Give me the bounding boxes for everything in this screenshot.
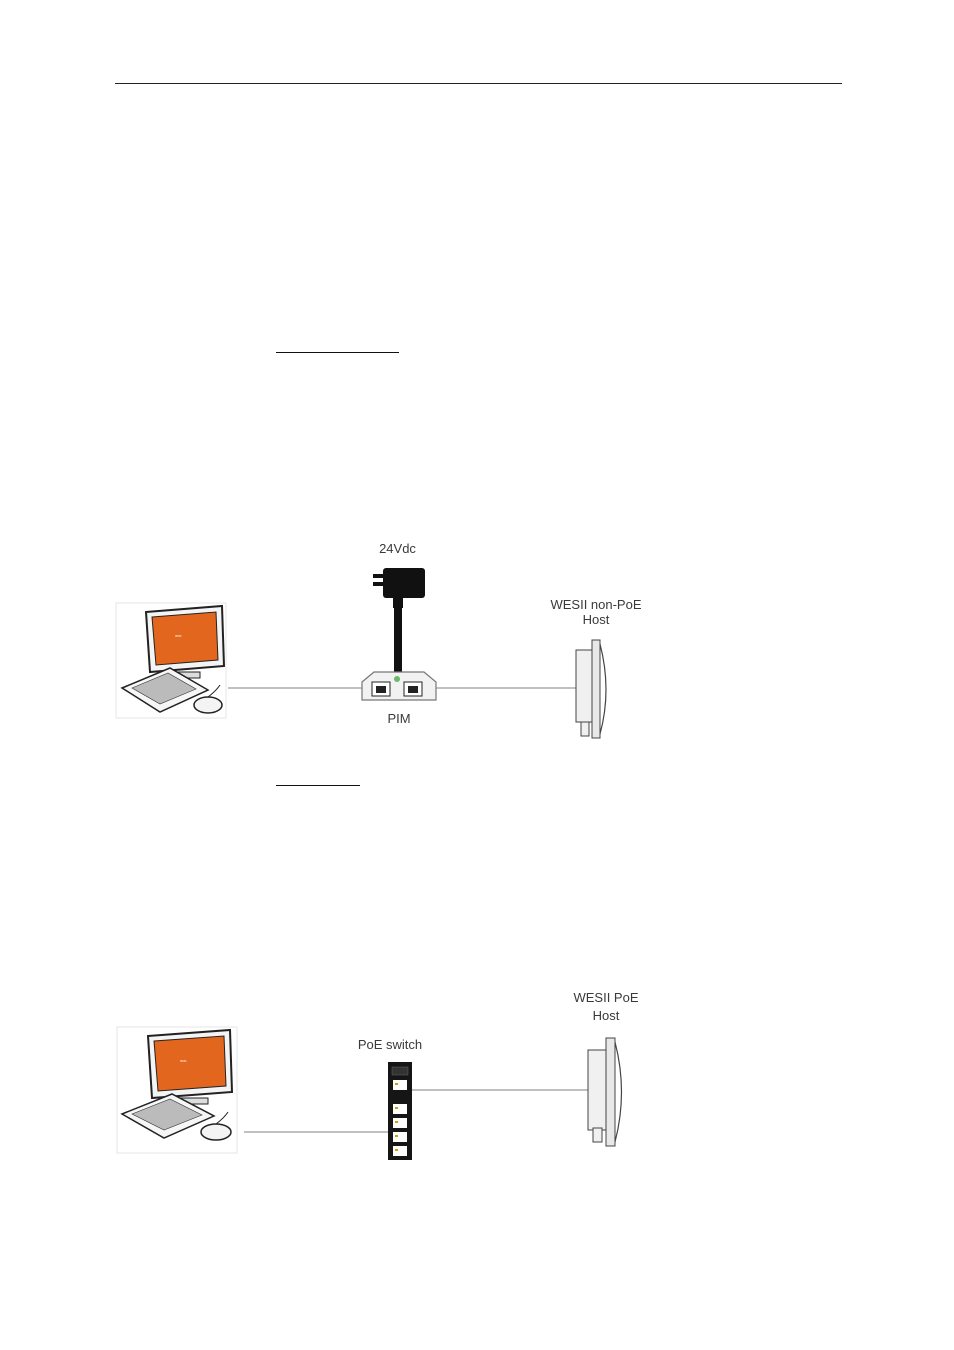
host-label-line2: Host (582, 612, 610, 627)
host-label-line1: WESII non-PoE (550, 597, 642, 612)
diagram1-art: ≈≈ (115, 568, 607, 739)
host2-label-line1: WESII PoE (573, 990, 639, 1005)
svg-text:≈≈: ≈≈ (180, 1059, 187, 1065)
switch-label: PoE switch (357, 1037, 423, 1052)
host2-label-line2: Host (592, 1008, 620, 1023)
header-rule (115, 83, 842, 84)
computer-icon: ≈≈ (115, 602, 227, 719)
wes-host-icon-2 (587, 1037, 623, 1147)
svg-text:≈≈: ≈≈ (175, 634, 182, 640)
power-label: 24Vdc (379, 541, 416, 556)
injector-label: PIM (387, 711, 411, 726)
poe-switch-icon (388, 1062, 412, 1160)
injector-icon (361, 671, 437, 701)
wes-host-icon (575, 639, 607, 739)
underline-1 (276, 352, 399, 353)
underline-2 (276, 785, 360, 786)
computer-icon-2: ≈≈ (116, 1026, 238, 1154)
power-adapter-icon (373, 568, 425, 672)
